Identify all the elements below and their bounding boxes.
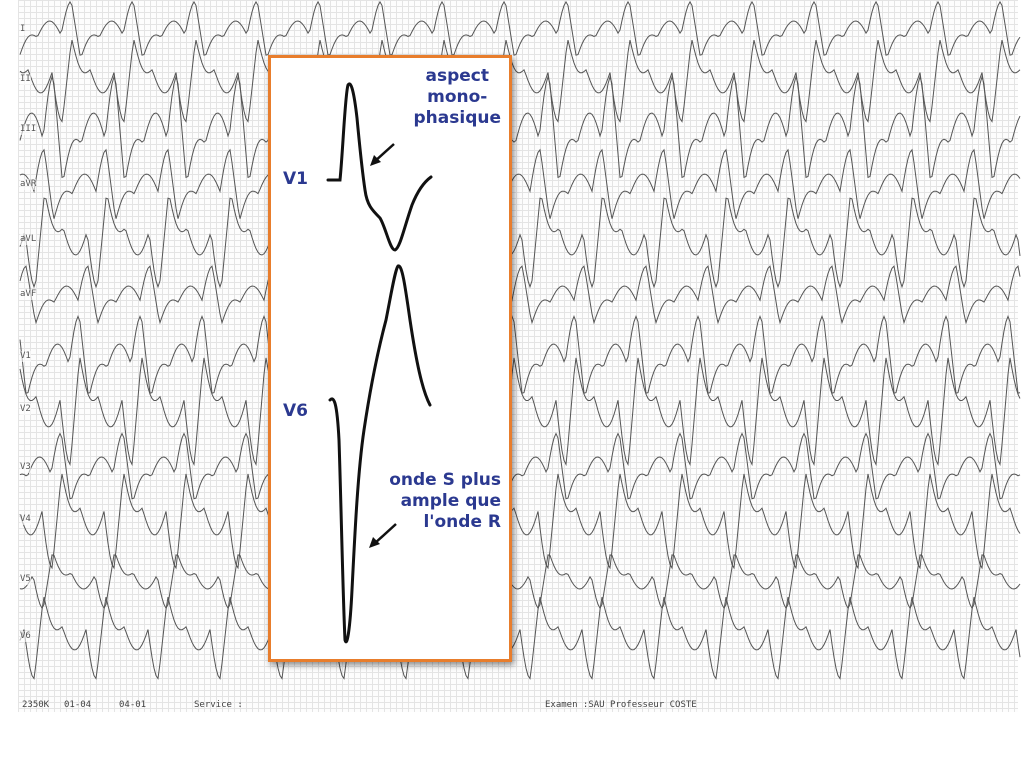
arrow-icon [370, 143, 395, 166]
footer-id: 2350K [22, 700, 50, 710]
ecg-traces [19, 0, 1021, 680]
lead-label-avl: aVL [20, 234, 37, 245]
lead-label-ii: II [20, 74, 31, 85]
footer-service: Service : [194, 700, 243, 710]
ecg-footer: 2350K 01-04 04-01 Service : Examen :SAU … [22, 700, 697, 711]
inset-waveforms [326, 82, 433, 644]
lead-label-avf: aVF [20, 289, 37, 300]
inset-panel: V1 V6 aspect mono- phasique onde S plus … [268, 55, 512, 662]
ecg-trace-v5 [19, 554, 1021, 610]
lead-label-v1: V1 [20, 351, 31, 362]
ecg-trace-iii [19, 75, 1021, 179]
lead-label-v3: V3 [20, 462, 31, 473]
lead-label-avr: aVR [20, 179, 37, 190]
ecg-trace-i [19, 0, 1021, 56]
footer-field-2: 04-01 [119, 700, 147, 710]
lead-label-i: I [20, 24, 26, 35]
ecg-trace-v3 [19, 432, 1021, 500]
lead-label-v4: V4 [20, 514, 31, 525]
lead-label-iii: III [20, 124, 37, 135]
ecg-trace-ii [19, 39, 1021, 123]
annotation-s-wave: onde S plus ample que l'onde R [389, 470, 501, 532]
v6-label: V6 [283, 401, 308, 421]
lead-label-v6: V6 [20, 631, 31, 642]
ecg-trace-v1 [19, 314, 1021, 394]
arrow-icon [369, 523, 397, 548]
ecg-trace-v6 [19, 596, 1021, 680]
lead-label-v5: V5 [20, 574, 31, 585]
v6-complex [328, 264, 432, 644]
ecg-trace-v4 [19, 473, 1021, 570]
v1-label: V1 [283, 169, 308, 189]
ecg-trace-v2 [19, 357, 1021, 467]
ecg-trace-avr [19, 148, 1021, 219]
v1-complex [326, 82, 433, 252]
annotation-monophasic: aspect mono- phasique [413, 66, 502, 128]
footer-field-1: 01-04 [64, 700, 92, 710]
lead-label-v2: V2 [20, 404, 31, 415]
footer-exam: Examen :SAU Professeur COSTE [545, 700, 697, 710]
ecg-trace-avl [19, 197, 1021, 289]
ecg-trace-avf [19, 265, 1021, 325]
